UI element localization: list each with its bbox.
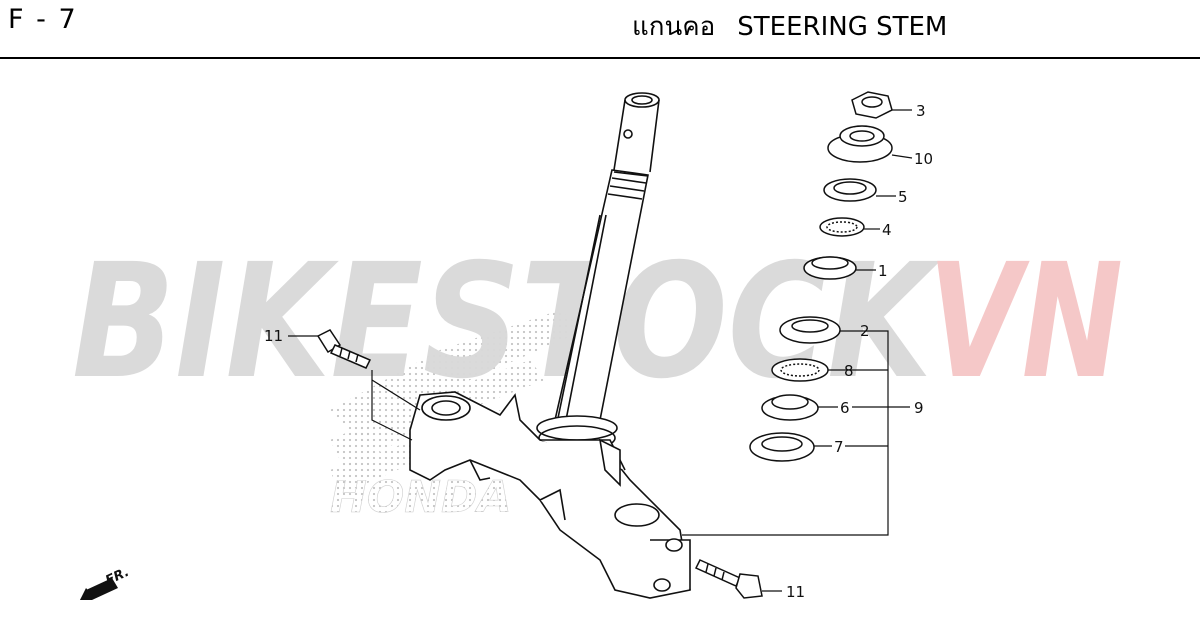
bolt-11-top xyxy=(316,329,372,369)
callout-2: 2 xyxy=(860,322,870,340)
callout-3: 3 xyxy=(916,102,926,120)
front-direction-label: FR. xyxy=(103,565,131,589)
callout-9: 9 xyxy=(914,399,924,417)
header-rule xyxy=(0,57,1200,59)
bolt-11-bottom xyxy=(694,559,763,599)
callout-6: 6 xyxy=(840,399,850,417)
part-4-bearing xyxy=(819,217,865,237)
callout-8: 8 xyxy=(844,362,854,380)
page-title-english: STEERING STEM xyxy=(737,12,948,42)
part-3-nut xyxy=(851,91,893,119)
part-5-race xyxy=(823,178,877,202)
part-1-race xyxy=(803,256,857,280)
part-8-bearing xyxy=(771,358,829,382)
leader-lines xyxy=(288,109,913,592)
callouts: 3 10 5 4 1 2 8 6 9 7 11 11 xyxy=(264,102,933,601)
page-code: F - 7 xyxy=(8,4,78,35)
callout-10: 10 xyxy=(914,150,933,168)
watermark: BIKESTOCK VN xyxy=(72,230,1123,414)
callout-7: 7 xyxy=(834,438,844,456)
callout-11-bottom: 11 xyxy=(786,583,805,601)
page-title-thai: แกนคอ xyxy=(632,12,716,42)
callout-1: 1 xyxy=(878,262,888,280)
front-direction-arrow: FR. xyxy=(80,565,132,600)
part-6-race xyxy=(761,394,819,421)
lower-bracket xyxy=(409,391,691,599)
watermark-accent: VN xyxy=(928,230,1123,414)
steering-stem-shaft xyxy=(536,92,660,451)
page-title: แกนคอ STEERING STEM xyxy=(632,6,947,47)
part-7-seal xyxy=(749,432,815,462)
part-10-locknut xyxy=(827,125,893,163)
part-2-race xyxy=(779,316,841,344)
callout-4: 4 xyxy=(882,221,892,239)
callout-11-top: 11 xyxy=(264,327,283,345)
callout-5: 5 xyxy=(898,188,908,206)
